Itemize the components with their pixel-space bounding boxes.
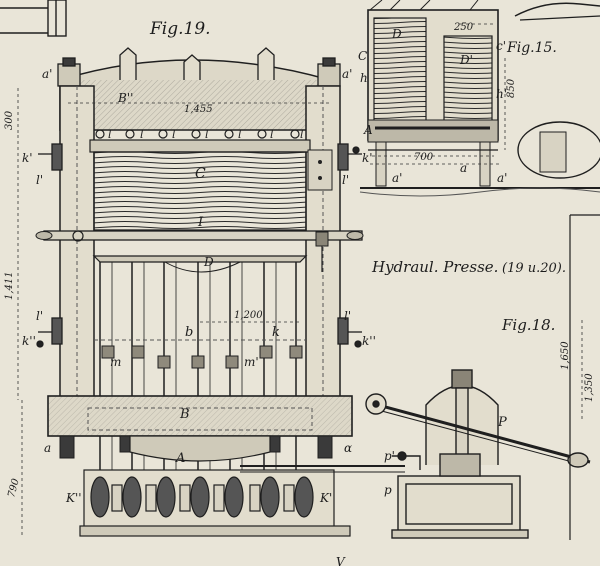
label-P: P: [497, 415, 507, 430]
dimension-values: 1,455 300 1,411 1,200 790 700 250 850 1,…: [4, 22, 595, 499]
lug-row: [95, 129, 300, 139]
label-f15-A: A: [363, 123, 373, 137]
pump-base: [79, 469, 351, 537]
label-f15-a-prime-left: a': [392, 171, 402, 185]
label-bottom-V: V: [336, 555, 346, 566]
material-block: [93, 151, 307, 231]
top-left-fragment: [0, 0, 67, 37]
dim-790: 790: [6, 477, 22, 499]
top-bosses: [57, 47, 341, 87]
label-a: a: [44, 441, 51, 455]
label-K-prime: K': [319, 491, 332, 505]
fig19-title: Fig.19.: [149, 19, 211, 39]
label-a-prime-right: a': [342, 67, 352, 81]
label-C: C: [195, 166, 206, 182]
label-k-dprime-right: k'': [362, 334, 376, 348]
cylinder-A: [129, 435, 271, 462]
label-f15-a-prime-right: a': [497, 171, 507, 185]
bar-I: [43, 230, 363, 241]
dim-700: 700: [414, 152, 434, 163]
dim-1650: 1,650: [560, 341, 571, 370]
side-wheels: [36, 143, 362, 348]
label-l7: l: [300, 128, 304, 141]
label-f15-D-prime: D': [459, 53, 473, 67]
label-l2: l: [140, 128, 144, 141]
label-l3: l: [172, 128, 176, 141]
label-k-prime-left: k': [22, 151, 33, 165]
label-l-prime-mid-left: l': [36, 309, 43, 323]
label-f15-h: h: [360, 71, 368, 85]
fig15-dimension-lines: [370, 23, 506, 165]
dim-850: 850: [506, 78, 517, 98]
fig15-part-labels: C D D' c' h h' A a' a a': [358, 27, 507, 185]
fig18-title: Fig.18.: [501, 316, 555, 334]
label-p-prime: p': [384, 449, 395, 463]
label-p: p: [384, 483, 392, 497]
label-D: D: [203, 255, 214, 269]
label-A: A: [175, 451, 185, 466]
label-k-dprime-left: k'': [22, 334, 36, 348]
label-l1: l: [108, 128, 112, 141]
label-k-prime-right: k': [362, 151, 373, 165]
fig19-dimension-lines: [17, 88, 332, 536]
label-f15-D: D: [391, 27, 402, 41]
label-B: B: [179, 407, 190, 422]
fig15-title: Fig.15.: [506, 40, 557, 56]
label-l6: l: [270, 128, 274, 141]
dim-1200: 1,200: [234, 310, 263, 321]
label-f15-h-prime: h': [496, 87, 507, 101]
label-f15-a: a: [460, 161, 467, 175]
label-l-prime-mid-right: l': [344, 309, 351, 323]
label-m-prime: m': [244, 355, 259, 369]
fig18-pump: [365, 369, 591, 539]
fig18-part-labels: p' p P: [384, 415, 507, 497]
label-B-dprime: B'': [117, 91, 133, 105]
dim-1350: 1,350: [584, 373, 595, 402]
label-K-dprime: K'': [65, 491, 82, 505]
label-f15-c-prime: c': [496, 39, 506, 53]
label-f15-C: C: [358, 49, 367, 63]
label-k: k: [272, 325, 280, 340]
clamp-blocks: [101, 345, 303, 369]
right-edge-fragments: [569, 214, 600, 540]
label-a-prime-left: a': [42, 67, 52, 81]
label-alpha: α: [344, 441, 352, 455]
lower-nuts: [59, 435, 333, 459]
figure-titles: Fig.19. Fig.15. Fig.18. Hydraul. Presse.…: [149, 19, 566, 334]
label-b: b: [185, 325, 193, 340]
press-caption: Hydraul. Presse.: [371, 258, 498, 276]
dim-250: 250: [453, 22, 474, 33]
dim-1411: 1,411: [4, 271, 15, 300]
label-m: m: [110, 355, 121, 369]
label-l-prime-left: l': [36, 173, 43, 187]
press-caption-ref: (19 u.20).: [502, 261, 566, 276]
label-I: I: [197, 215, 204, 230]
fig19-press: [35, 47, 405, 537]
dim-300: 300: [4, 110, 15, 130]
label-l4: l: [205, 128, 209, 141]
fig19-part-labels: a' a' B'' l l l l l l l k' k' l' l' C I …: [22, 67, 376, 505]
label-l5: l: [238, 128, 242, 141]
dim-1455: 1,455: [184, 104, 213, 115]
label-l-prime-right: l': [342, 173, 349, 187]
